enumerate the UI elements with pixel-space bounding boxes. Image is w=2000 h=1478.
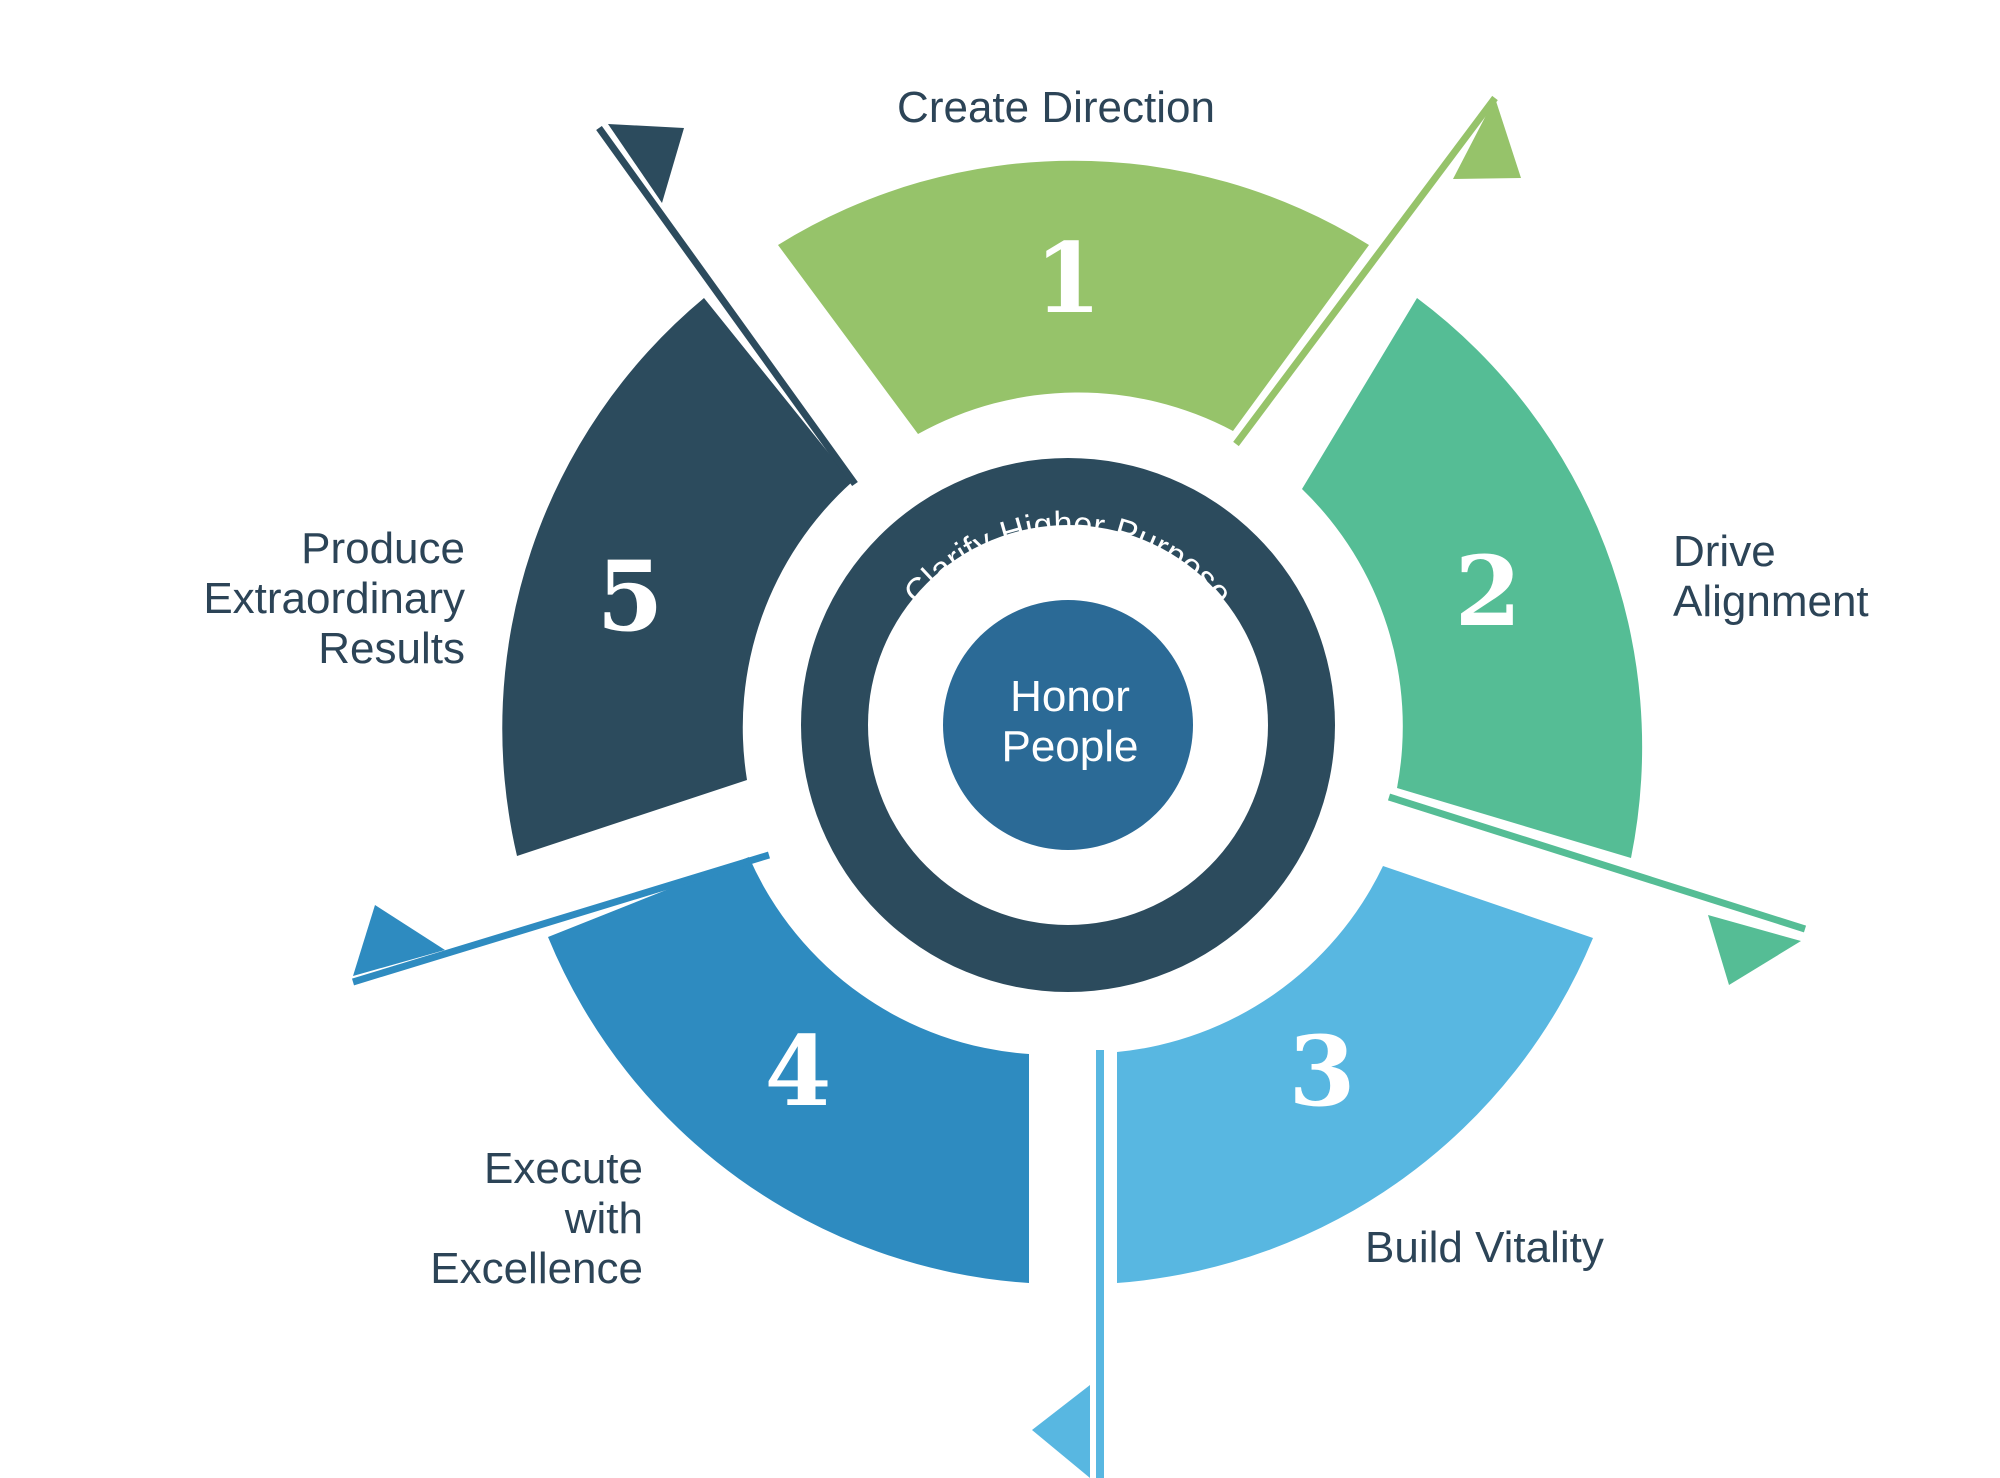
flag-5-pennant	[608, 124, 684, 203]
flag-4-pole	[351, 851, 771, 986]
segment-2-label-line1: Drive	[1673, 527, 1776, 576]
segment-2-number: 2	[1455, 535, 1522, 648]
flag-3	[1032, 1050, 1104, 1478]
flag-5-pole	[596, 125, 858, 487]
segment-4-number: 4	[765, 1015, 832, 1128]
segment-4-label-line3: Excellence	[430, 1244, 643, 1293]
segment-5-number: 5	[597, 540, 664, 653]
flag-4-pennant	[353, 905, 445, 976]
center-circle	[943, 600, 1193, 850]
flag-2-pennant	[1708, 915, 1801, 985]
flag-1-pennant	[1453, 98, 1521, 179]
segment-4	[548, 857, 1029, 1283]
center-label-line1: Honor	[1010, 672, 1130, 721]
flag-1-pole	[1233, 95, 1498, 447]
flag-3-pennant	[1032, 1385, 1090, 1478]
segment-2-label-line2: Alignment	[1673, 577, 1869, 626]
segment-3-label: Build Vitality	[1365, 1223, 1604, 1272]
segment-1	[778, 160, 1369, 434]
segment-5-label-line1: Produce	[301, 524, 465, 573]
segment-3-number: 3	[1289, 1015, 1356, 1128]
flag-1	[1233, 95, 1521, 447]
segment-4-label-line1: Execute	[484, 1144, 643, 1193]
segment-5-label-line2: Extraordinary	[203, 574, 465, 623]
segment-5-label-line3: Results	[318, 624, 465, 673]
segment-4-label-line2: with	[564, 1194, 643, 1243]
flag-2-pole	[1387, 793, 1807, 933]
segment-1-number: 1	[1035, 222, 1102, 335]
flag-4	[351, 851, 771, 986]
flag-5	[596, 124, 858, 487]
center-label-line2: People	[1001, 722, 1138, 771]
segment-2	[1302, 298, 1643, 858]
segment-3	[1117, 866, 1593, 1283]
segment-1-label: Create Direction	[897, 83, 1215, 132]
segment-5	[502, 298, 852, 856]
flag-2	[1387, 793, 1807, 985]
